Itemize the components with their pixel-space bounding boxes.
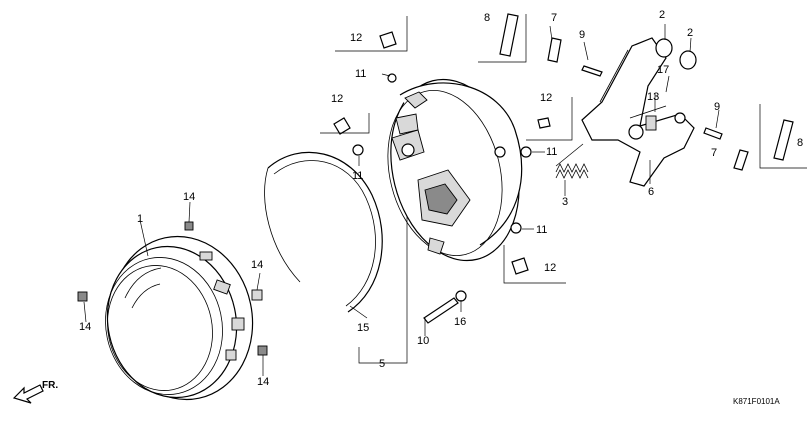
callout-9: 9 <box>579 29 585 41</box>
callout-17: 17 <box>657 64 669 76</box>
callout-12: 12 <box>350 32 362 44</box>
callout-7b: 7 <box>711 147 717 159</box>
spring <box>555 163 589 179</box>
screws <box>333 31 551 275</box>
callout-1: 1 <box>137 213 143 225</box>
callout-11c: 11 <box>546 146 557 158</box>
leader-lines <box>83 24 720 376</box>
callout-15: 15 <box>357 322 369 334</box>
headlight-bracket <box>581 37 695 187</box>
front-direction-label: FR. <box>42 380 58 391</box>
callout-13: 13 <box>647 91 659 103</box>
callout-14b: 14 <box>79 321 91 333</box>
callout-9b: 9 <box>714 101 720 113</box>
callout-5: 5 <box>379 358 385 370</box>
callout-2: 2 <box>659 9 665 21</box>
rim-band <box>264 151 383 313</box>
callout-11: 11 <box>355 68 366 80</box>
callout-7: 7 <box>551 12 557 24</box>
callout-3: 3 <box>562 196 568 208</box>
callout-8: 8 <box>484 12 490 24</box>
callout-12d: 12 <box>544 262 556 274</box>
callout-14d: 14 <box>257 376 269 388</box>
callout-12b: 12 <box>331 93 343 105</box>
callout-11b: 11 <box>352 170 363 182</box>
bolts <box>423 13 794 324</box>
callout-14: 14 <box>183 191 195 203</box>
headlight-unit <box>105 235 254 401</box>
callout-8b: 8 <box>797 137 803 149</box>
front-direction-arrow <box>12 384 44 404</box>
callout-6: 6 <box>648 186 654 198</box>
clips <box>77 221 268 356</box>
figure-code: K871F0101A <box>733 397 780 406</box>
callout-14c: 14 <box>251 259 263 271</box>
callout-12c: 12 <box>540 92 552 104</box>
callout-10: 10 <box>417 335 429 347</box>
group-frames <box>320 14 807 364</box>
headlight-case <box>387 78 523 262</box>
callout-11d: 11 <box>536 224 547 236</box>
callout-16: 16 <box>454 316 466 328</box>
callout-2b: 2 <box>687 27 693 39</box>
rubber-grommets <box>655 38 697 70</box>
